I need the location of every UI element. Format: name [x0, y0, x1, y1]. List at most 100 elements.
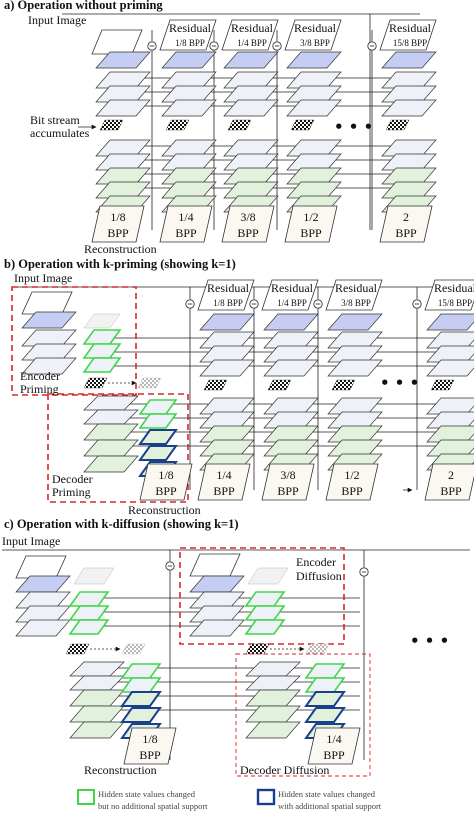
decoder-plane: [286, 181, 342, 199]
input-image-card: [15, 555, 67, 579]
checkerboard-bitstream-icon: [245, 643, 270, 655]
diffused-plane-green: [68, 619, 110, 635]
checkerboard-bitstream-icon: [83, 377, 108, 389]
input-image-card: [21, 291, 73, 315]
decoder-plane: [223, 139, 279, 157]
residual-label: Residual: [294, 21, 337, 35]
residual-rate: 3/8 BPP: [341, 298, 371, 308]
output-card-a: [159, 205, 213, 243]
output-rate: 1/4: [326, 732, 341, 746]
encoder-rnn-plane: [223, 85, 279, 103]
output-card-a: [91, 205, 145, 243]
reconstruction-label: Reconstruction: [128, 503, 201, 517]
encoder-rnn-plane: [286, 99, 342, 117]
diffused-plane-green: [244, 591, 286, 607]
primed-plane-green: [82, 329, 122, 345]
output-card-a: [284, 205, 338, 243]
encoder-rnn-plane: [426, 331, 474, 349]
checkerboard-bitstream-icon: [267, 379, 292, 391]
decoder-plane: [327, 439, 383, 457]
decoder-plane: [161, 139, 217, 157]
checkerboard-bitstream-icon: [430, 379, 455, 391]
residual-rate: 1/8 BPP: [213, 298, 243, 308]
residual-rate: 1/4 BPP: [277, 298, 307, 308]
output-rate: 2: [403, 210, 409, 224]
output-rate: 1/8: [158, 468, 173, 482]
output-card-b: [139, 463, 193, 501]
primed-plane-green: [138, 399, 178, 415]
diffused-plane-green: [120, 677, 162, 693]
decoder-priming-box: [47, 393, 189, 503]
encoder-rnn-plane: [286, 71, 342, 89]
decoder-plane: [381, 153, 437, 171]
encoder-rnn-plane: [189, 605, 245, 623]
decoder-plane: [426, 397, 474, 415]
decoder-plane: [381, 181, 437, 199]
encoder-rnn-plane: [15, 591, 71, 609]
decoder-plane: [199, 439, 255, 457]
diffused-plane-blue: [304, 691, 346, 707]
encoder-conv-plane: [189, 575, 245, 593]
decoder-plane: [95, 153, 151, 171]
encoder-conv-plane: [161, 51, 217, 69]
legend-green-text: but no additional spatial support: [98, 801, 208, 811]
residual-card: [284, 19, 342, 51]
encoder-rnn-plane: [189, 591, 245, 609]
encoder-rnn-plane: [286, 85, 342, 103]
residual-rate: 1/4 BPP: [237, 38, 267, 48]
decoder-plane: [263, 425, 319, 443]
output-unit: BPP: [440, 484, 462, 498]
decoder-plane: [245, 721, 301, 739]
output-card-b: [261, 463, 315, 501]
decoder-plane: [83, 423, 139, 441]
ghost-plane: [247, 567, 289, 585]
residual-card: [424, 279, 474, 311]
decoder-plane: [381, 139, 437, 157]
ellipsis: • • •: [380, 374, 419, 392]
decoder-plane: [286, 153, 342, 171]
decoder-plane: [95, 139, 151, 157]
residual-label: Residual: [434, 281, 474, 295]
section-a-title: a) Operation without priming: [4, 0, 163, 12]
decoder-plane: [223, 167, 279, 185]
decoder-plane: [286, 139, 342, 157]
ghost-plane: [73, 567, 115, 585]
residual-card: [221, 19, 279, 51]
checkerboard-bitstream-icon: [385, 119, 410, 131]
section-c-title: c) Operation with k-diffusion (showing k…: [4, 517, 239, 531]
output-unit: BPP: [323, 748, 345, 762]
encoder-rnn-plane: [327, 359, 383, 377]
output-rate: 2: [448, 468, 454, 482]
decoder-plane: [426, 411, 474, 429]
decoder-plane: [199, 411, 255, 429]
decoder-plane: [286, 167, 342, 185]
decoder-plane: [161, 181, 217, 199]
diffused-plane-green: [244, 619, 286, 635]
legend-swatch-green: [77, 789, 95, 805]
residual-card: [261, 279, 319, 311]
residual-card: [379, 19, 437, 51]
diffused-plane-green: [304, 663, 346, 679]
diffused-plane-green: [304, 677, 346, 693]
decoder-plane: [263, 397, 319, 415]
ellipsis: • • •: [334, 118, 373, 136]
legend-blue-text: with additional spatial support: [278, 801, 382, 811]
bitstream-label: Bit stream: [30, 113, 80, 127]
output-rate: 1/8: [142, 732, 157, 746]
decoder-priming-label: Priming: [52, 485, 91, 499]
residual-card: [159, 19, 217, 51]
residual-rate: 3/8 BPP: [300, 38, 330, 48]
checkerboard-bitstream-icon: [305, 643, 330, 655]
encoder-rnn-plane: [381, 85, 437, 103]
encoder-rnn-plane: [263, 359, 319, 377]
decoder-diffusion-label: Decoder Diffusion: [240, 763, 329, 777]
residual-label: Residual: [389, 21, 432, 35]
decoder-plane: [426, 425, 474, 443]
encoder-priming-box: [11, 286, 137, 396]
input-image-label: Input Image: [2, 534, 60, 548]
output-rate: 1/4: [178, 210, 193, 224]
output-unit: BPP: [237, 226, 259, 240]
checkerboard-bitstream-icon: [99, 119, 124, 131]
diffused-plane-blue: [304, 707, 346, 723]
